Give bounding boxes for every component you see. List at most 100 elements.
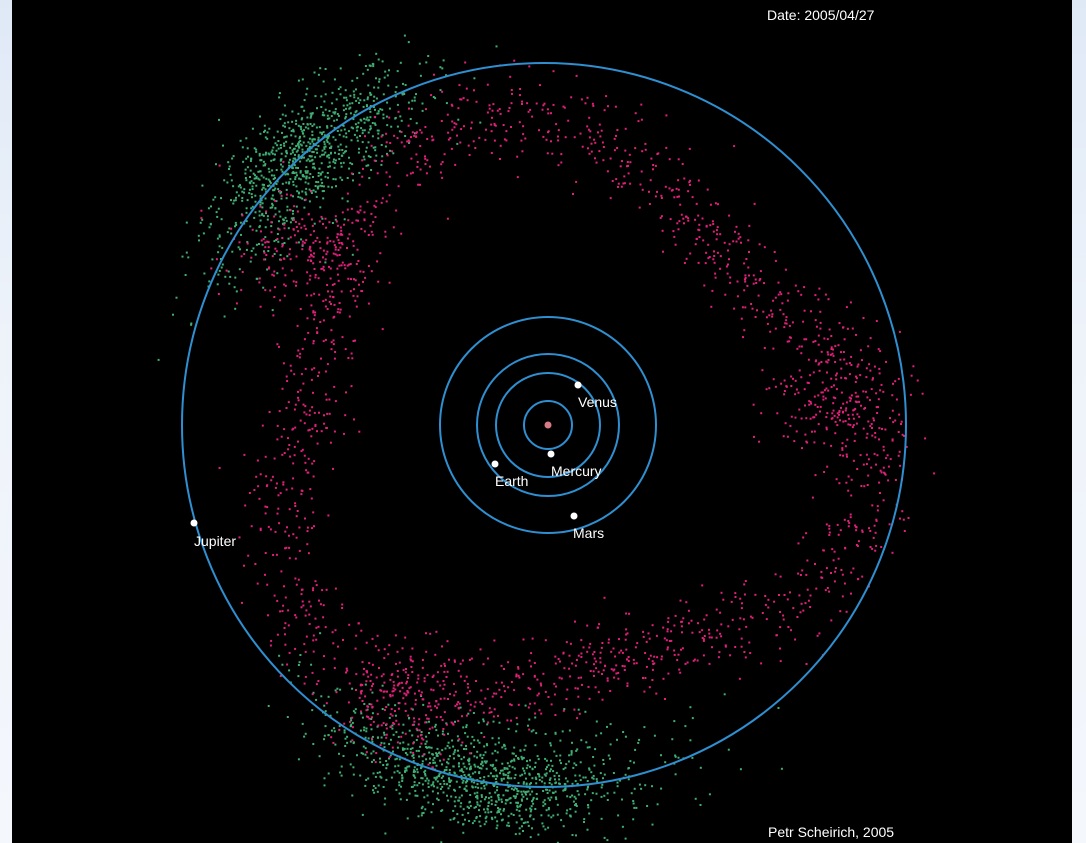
trojan-asteroid bbox=[463, 787, 466, 790]
trojan-asteroid bbox=[304, 191, 307, 194]
trojan-asteroid bbox=[384, 832, 387, 835]
hilda-asteroid bbox=[334, 400, 337, 403]
hilda-asteroid bbox=[554, 714, 557, 716]
trojan-asteroid bbox=[522, 767, 524, 770]
hilda-asteroid bbox=[358, 696, 361, 699]
trojan-asteroid bbox=[401, 780, 404, 782]
trojan-asteroid bbox=[413, 766, 416, 769]
hilda-asteroid bbox=[734, 230, 736, 233]
trojan-asteroid bbox=[368, 107, 371, 110]
hilda-asteroid bbox=[265, 254, 268, 256]
hilda-asteroid bbox=[811, 430, 813, 433]
hilda-asteroid bbox=[840, 406, 842, 409]
hilda-asteroid bbox=[774, 259, 777, 262]
trojan-asteroid bbox=[303, 109, 306, 112]
trojan-asteroid bbox=[212, 198, 215, 201]
trojan-asteroid bbox=[378, 80, 381, 83]
hilda-asteroid bbox=[776, 412, 779, 415]
hilda-asteroid bbox=[846, 455, 848, 458]
hilda-asteroid bbox=[377, 280, 380, 283]
hilda-asteroid bbox=[401, 647, 404, 650]
trojan-asteroid bbox=[311, 112, 314, 115]
hilda-asteroid bbox=[415, 135, 418, 138]
hilda-asteroid bbox=[703, 284, 706, 287]
hilda-asteroid bbox=[319, 321, 322, 323]
trojan-asteroid bbox=[370, 752, 373, 755]
hilda-asteroid bbox=[305, 469, 308, 472]
hilda-asteroid bbox=[522, 638, 525, 641]
hilda-asteroid bbox=[800, 376, 803, 379]
trojan-asteroid bbox=[513, 759, 516, 762]
hilda-asteroid bbox=[611, 180, 614, 182]
hilda-asteroid bbox=[845, 407, 848, 410]
hilda-asteroid bbox=[861, 530, 864, 533]
trojan-asteroid bbox=[232, 155, 235, 158]
hilda-asteroid bbox=[835, 478, 838, 481]
hilda-asteroid bbox=[587, 128, 590, 131]
hilda-asteroid bbox=[645, 665, 648, 668]
trojan-asteroid bbox=[393, 771, 396, 774]
trojan-asteroid bbox=[694, 797, 697, 800]
trojan-asteroid bbox=[262, 286, 265, 289]
hilda-asteroid bbox=[550, 140, 552, 143]
hilda-asteroid bbox=[536, 678, 539, 681]
trojan-asteroid bbox=[337, 153, 340, 155]
hilda-asteroid bbox=[838, 409, 841, 412]
trojan-asteroid bbox=[262, 164, 265, 167]
trojan-asteroid bbox=[489, 764, 492, 767]
trojan-asteroid bbox=[473, 745, 475, 748]
hilda-asteroid bbox=[325, 588, 328, 591]
hilda-asteroid bbox=[852, 409, 855, 412]
trojan-asteroid bbox=[366, 96, 369, 99]
hilda-asteroid bbox=[308, 600, 311, 603]
hilda-asteroid bbox=[605, 95, 608, 98]
hilda-asteroid bbox=[410, 157, 413, 160]
trojan-asteroid bbox=[384, 145, 387, 148]
trojan-asteroid bbox=[559, 739, 562, 742]
trojan-asteroid bbox=[460, 775, 463, 777]
trojan-asteroid bbox=[343, 731, 346, 734]
hilda-asteroid bbox=[240, 255, 243, 258]
trojan-asteroid bbox=[516, 723, 519, 726]
hilda-asteroid bbox=[779, 611, 782, 613]
trojan-asteroid bbox=[453, 757, 455, 760]
trojan-asteroid bbox=[532, 798, 535, 801]
hilda-asteroid bbox=[294, 403, 297, 406]
trojan-asteroid bbox=[301, 148, 304, 151]
hilda-asteroid bbox=[803, 388, 806, 391]
trojan-asteroid bbox=[483, 798, 486, 801]
hilda-asteroid bbox=[560, 153, 563, 156]
hilda-asteroid bbox=[361, 175, 364, 178]
trojan-asteroid bbox=[233, 286, 236, 289]
hilda-asteroid bbox=[839, 454, 842, 457]
hilda-asteroid bbox=[259, 305, 262, 308]
hilda-asteroid bbox=[324, 305, 327, 308]
hilda-asteroid bbox=[623, 182, 626, 185]
hilda-asteroid bbox=[729, 281, 732, 284]
hilda-asteroid bbox=[283, 428, 286, 431]
trojan-asteroid bbox=[286, 205, 289, 208]
trojan-asteroid bbox=[479, 777, 482, 779]
trojan-asteroid bbox=[606, 725, 608, 728]
hilda-asteroid bbox=[326, 242, 329, 245]
trojan-asteroid bbox=[383, 733, 386, 736]
trojan-asteroid bbox=[590, 799, 593, 802]
hilda-asteroid bbox=[333, 244, 336, 247]
trojan-asteroid bbox=[328, 134, 330, 137]
hilda-asteroid bbox=[706, 188, 709, 191]
hilda-asteroid bbox=[415, 727, 418, 730]
hilda-asteroid bbox=[379, 689, 382, 692]
hilda-asteroid bbox=[768, 387, 771, 390]
trojan-asteroid bbox=[276, 130, 279, 133]
trojan-asteroid bbox=[477, 786, 480, 789]
trojan-asteroid bbox=[423, 771, 426, 774]
hilda-asteroid bbox=[828, 531, 831, 534]
trojan-asteroid bbox=[632, 818, 635, 821]
trojan-asteroid bbox=[410, 107, 413, 110]
hilda-asteroid bbox=[869, 425, 872, 428]
trojan-asteroid bbox=[384, 70, 387, 73]
hilda-asteroid bbox=[338, 254, 341, 256]
hilda-asteroid bbox=[712, 258, 715, 261]
hilda-asteroid bbox=[430, 688, 433, 691]
hilda-asteroid bbox=[830, 619, 833, 622]
